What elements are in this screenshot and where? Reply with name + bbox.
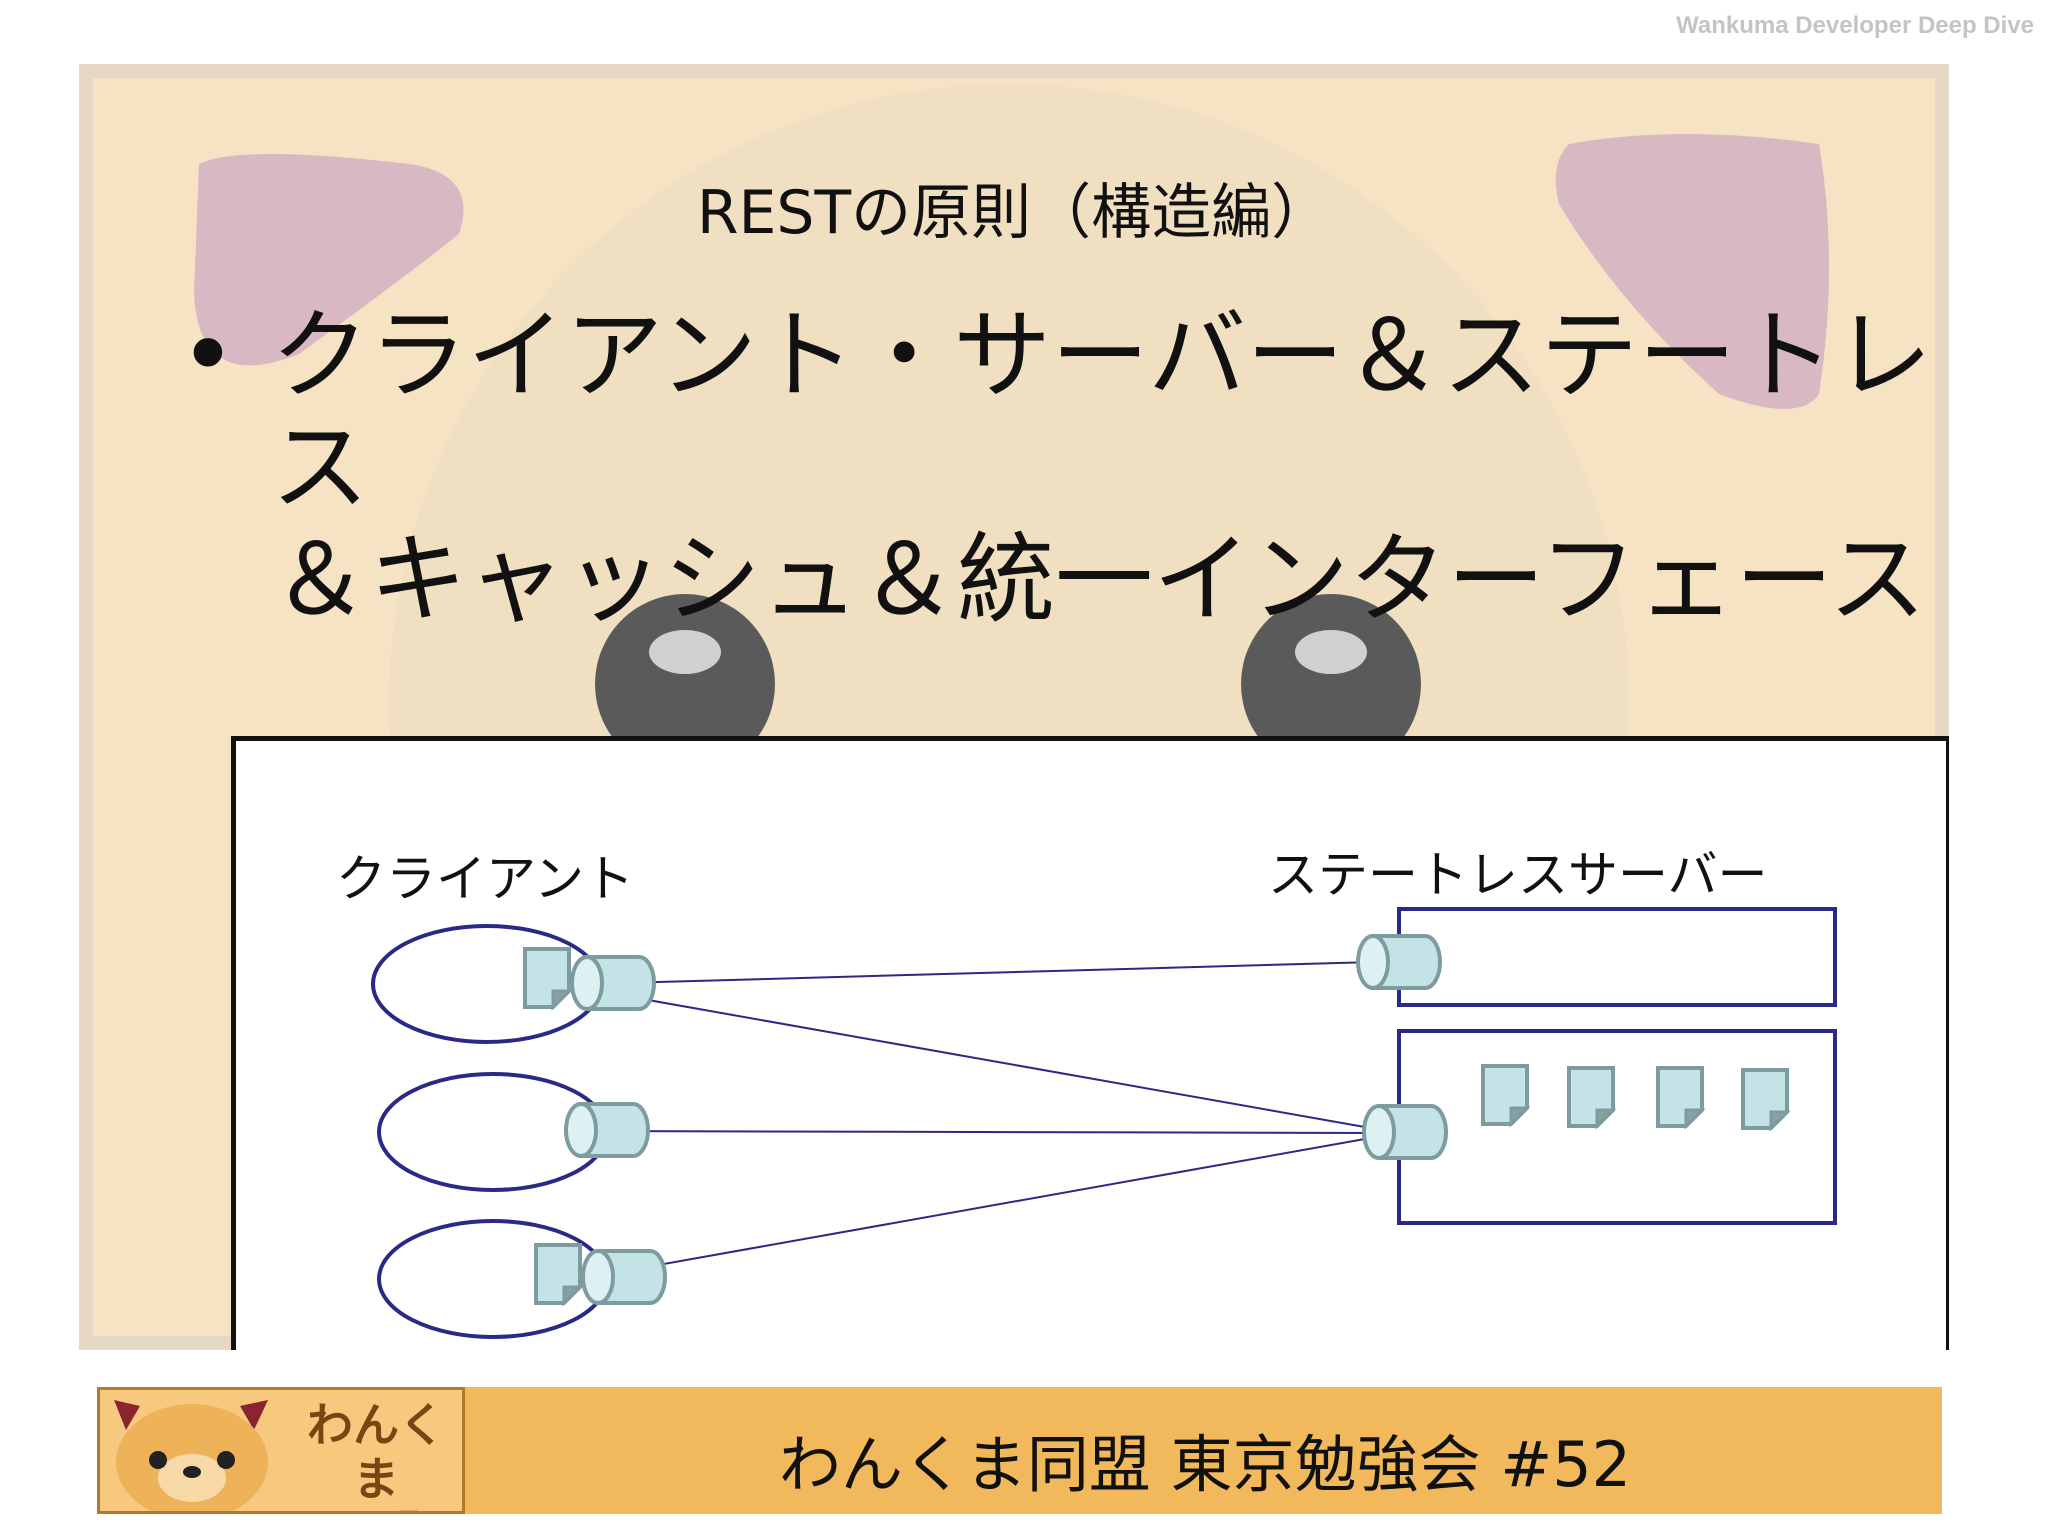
diagram-box: クライアント ステートレスサーバー [231, 736, 1949, 1350]
document-icon [1567, 1066, 1615, 1128]
footer-logo: わんくま 同盟 [97, 1387, 465, 1514]
connector-icon [564, 1102, 650, 1158]
bear-mascot-icon [114, 1400, 268, 1511]
document-icon [1481, 1064, 1529, 1126]
right-eye-shape [1241, 594, 1421, 774]
left-eye-shape [595, 594, 775, 774]
bullet-line-2: ＆キャッシュ＆統一インターフェース [271, 523, 1927, 637]
bullet-block: • クライアント・サーバー＆ステートレス ＆キャッシュ＆統一インターフェース [179, 300, 1939, 636]
left-ear-shape [194, 154, 464, 366]
connector-icon [1362, 1104, 1448, 1160]
connection-line-3 [580, 1130, 1377, 1134]
right-ear-shape [1555, 134, 1829, 409]
architecture-diagram [371, 907, 1837, 1339]
connection-line-1 [585, 961, 1376, 985]
logo-line-2: 同盟 [286, 1506, 462, 1511]
footer-text: わんくま同盟 東京勉強会 #52 [778, 1428, 1632, 1501]
document-icon [534, 1243, 582, 1305]
connection-line-4 [590, 1136, 1377, 1278]
bullet-line-1: クライアント・サーバー＆ステートレス [271, 299, 1933, 525]
server-box-top [1397, 907, 1837, 1007]
header-brand: Wankuma Developer Deep Dive [1676, 12, 2034, 39]
slide-panel: RESTの原則（構造編） • クライアント・サーバー＆ステートレス ＆キャッシュ… [79, 64, 1949, 1350]
document-icon [523, 947, 571, 1009]
document-icon [1741, 1068, 1789, 1130]
client-label: クライアント [336, 850, 634, 908]
server-label: ステートレスサーバー [1268, 846, 1768, 904]
slide-title: RESTの原則（構造編） [696, 178, 1332, 248]
logo-line-1: わんくま [307, 1398, 445, 1506]
logo-text: わんくま 同盟 [286, 1398, 462, 1511]
connector-icon [581, 1249, 667, 1305]
connector-icon [570, 955, 656, 1011]
bullet-dot: • [179, 299, 237, 413]
connector-icon [1356, 934, 1442, 990]
connection-line-2 [585, 988, 1377, 1130]
document-icon [1656, 1066, 1704, 1128]
